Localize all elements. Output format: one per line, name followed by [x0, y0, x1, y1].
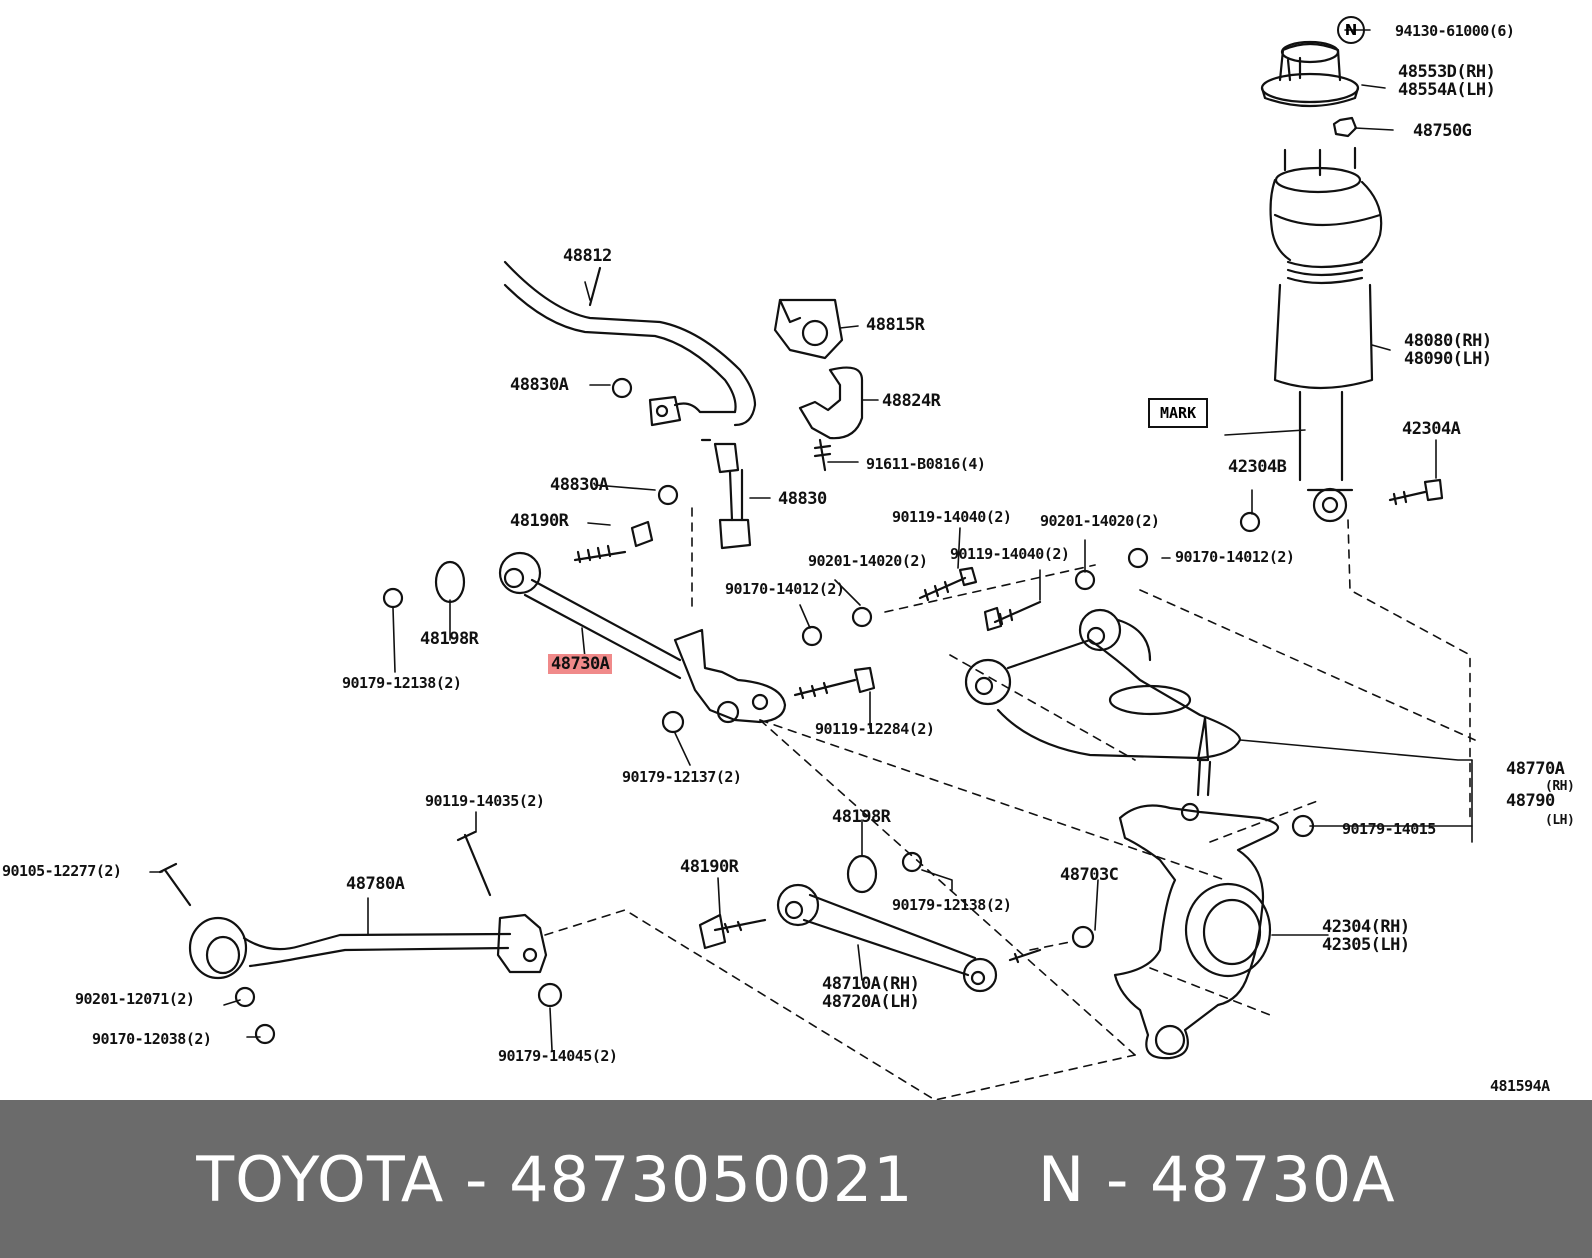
separator: - — [444, 1142, 510, 1216]
mark-label: MARK — [1148, 398, 1209, 428]
label-481594a: 481594A — [1490, 1077, 1550, 1095]
label-48770a-rh: (RH) — [1545, 779, 1575, 794]
dashed-lines — [544, 507, 1476, 1100]
separator: - — [1085, 1142, 1151, 1216]
bracket-48824r — [798, 366, 864, 440]
caption-text: TOYOTA - 4873050021 N - 48730A — [0, 1100, 1592, 1258]
label-48190r-top: 48190R — [510, 511, 569, 531]
label-91611: 91611-B0816(4) — [866, 455, 986, 473]
label-48815r: 48815R — [866, 315, 925, 335]
label-42304b: 42304B — [1228, 457, 1287, 477]
parts-diagram: N MARK 94130-61000(6) 48553D(RH) 48554A(… — [2, 16, 1575, 1100]
lower-arm-48710a — [698, 883, 998, 993]
brand-name: TOYOTA — [196, 1142, 445, 1216]
label-90119-12284: 90119-12284(2) — [815, 720, 935, 738]
ref-prefix: N — [1037, 1142, 1086, 1216]
label-90201-14020-a: 90201-14020(2) — [1040, 512, 1160, 530]
label-90170-12038: 90170-12038(2) — [92, 1030, 212, 1048]
bushing-48815r — [773, 298, 844, 360]
label-48080: 48080(RH) — [1404, 331, 1492, 351]
strut-mount — [1260, 40, 1360, 108]
label-48790: 48790 — [1506, 791, 1555, 811]
part-number: 4873050021 — [509, 1142, 914, 1216]
label-48830: 48830 — [778, 489, 827, 509]
caption-bar: TOYOTA - 4873050021 N - 48730A — [0, 1100, 1592, 1258]
label-48812: 48812 — [563, 246, 612, 266]
label-90170-14012-a: 90170-14012(2) — [1175, 548, 1295, 566]
ref-code: 48730A — [1150, 1142, 1396, 1216]
gap — [914, 1143, 1038, 1216]
upper-arm — [964, 608, 1242, 797]
label-48190r-bottom: 48190R — [680, 857, 739, 877]
label-90179-12138-b: 90179-12138(2) — [892, 896, 1012, 914]
label-42305: 42305(LH) — [1322, 935, 1410, 955]
strut-rod-48730a — [498, 551, 787, 724]
label-90170-14012-b: 90170-14012(2) — [725, 580, 845, 598]
bolts — [158, 438, 1444, 964]
label-42304a: 42304A — [1402, 419, 1461, 439]
label-90179-12137: 90179-12137(2) — [622, 768, 742, 786]
label-48750g: 48750G — [1413, 121, 1472, 141]
label-48554a: 48554A(LH) — [1398, 80, 1496, 100]
label-90201-14020-b: 90201-14020(2) — [808, 552, 928, 570]
small-nuts — [234, 377, 1315, 1045]
diagram-drawing — [149, 29, 1476, 1100]
stab-link — [700, 438, 752, 550]
n-symbol-icon: N — [1337, 16, 1365, 44]
label-94130: 94130-61000(6) — [1395, 22, 1515, 40]
label-90179-12138-a: 90179-12138(2) — [342, 674, 462, 692]
label-90201-12071: 90201-12071(2) — [75, 990, 195, 1008]
label-90179-14015: 90179-14015 — [1342, 820, 1436, 838]
highlighted-part-48730a: 48730A — [548, 654, 613, 674]
steering-knuckle — [1113, 802, 1280, 1060]
label-48830a-top: 48830A — [510, 375, 569, 395]
label-48198r-top: 48198R — [420, 629, 479, 649]
label-48553d: 48553D(RH) — [1398, 62, 1496, 82]
label-48710a: 48710A(RH) — [822, 974, 920, 994]
label-90179-14045: 90179-14045(2) — [498, 1047, 618, 1065]
label-48198r-bottom: 48198R — [832, 807, 891, 827]
stabilizer-bar — [503, 260, 757, 427]
label-48830a-mid: 48830A — [550, 475, 609, 495]
label-48720a: 48720A(LH) — [822, 992, 920, 1012]
label-48790-lh: (LH) — [1545, 813, 1575, 828]
label-48730a: 48730A — [548, 654, 613, 674]
label-42304: 42304(RH) — [1322, 917, 1410, 937]
label-48780a: 48780A — [346, 874, 405, 894]
label-48090: 48090(LH) — [1404, 349, 1492, 369]
nut-48750g — [1332, 116, 1358, 138]
cam-washers — [434, 560, 878, 894]
label-48703c: 48703C — [1060, 865, 1119, 885]
label-90119-14040-a: 90119-14040(2) — [892, 508, 1012, 526]
label-48824r: 48824R — [882, 391, 941, 411]
label-90105-12277: 90105-12277(2) — [2, 862, 122, 880]
lower-arm-48780a — [188, 913, 548, 980]
label-48770a: 48770A — [1506, 759, 1565, 779]
label-90119-14035: 90119-14035(2) — [425, 792, 545, 810]
air-strut — [1269, 146, 1383, 523]
label-90119-14040-b: 90119-14040(2) — [950, 545, 1070, 563]
